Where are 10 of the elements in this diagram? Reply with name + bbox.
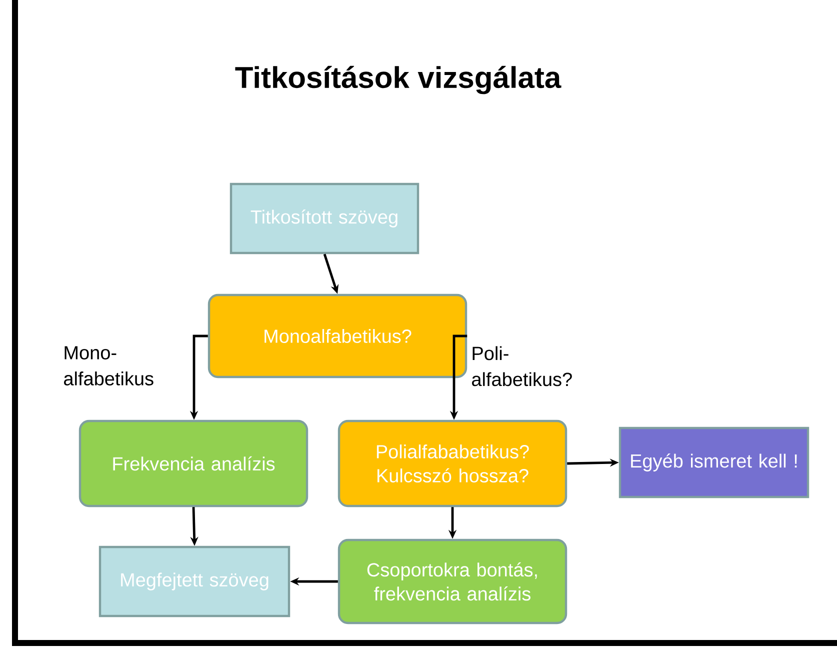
edge-label: Poli- alfabetikus? <box>472 346 572 386</box>
result-box: Egyéb ismeret kell ! <box>618 426 810 498</box>
decision-box: Polialfababetikus? Kulcsszó hossza? <box>338 420 568 508</box>
decision-box: Monoalfabetikus? <box>208 294 468 378</box>
process-box: Csoportokra bontás, frekvencia analízis <box>338 538 568 624</box>
process-box: Frekvencia analízis <box>78 420 308 508</box>
edge-label: Mono- alfabetikus <box>64 346 154 386</box>
result-box: Megfejtett szöveg <box>98 546 290 618</box>
title: Titkosítások vizsgálata <box>235 66 562 94</box>
process-box: Titkosított szöveg <box>230 182 420 254</box>
